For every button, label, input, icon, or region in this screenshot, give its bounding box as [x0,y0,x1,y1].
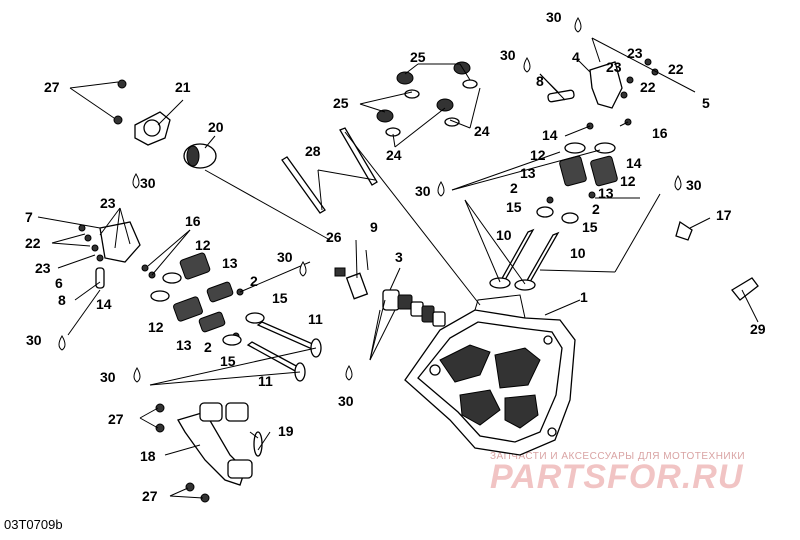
rocker-arm-4 [589,61,623,109]
callout-2: 2 [592,201,600,217]
rod-28-upper [339,127,378,186]
cap-25 [396,71,414,85]
callout-30: 30 [140,175,156,191]
callout-15: 15 [506,199,522,215]
callout-29: 29 [750,321,766,337]
callout-14: 14 [626,155,642,171]
callout-11: 11 [258,373,273,389]
tensioner-9 [345,272,369,300]
callout-23: 23 [606,59,622,75]
pipe-flange-lower [227,459,253,479]
callout-14: 14 [542,127,558,143]
leader-lines [37,37,759,499]
oil-drop-icons [58,17,682,383]
callout-27: 27 [44,79,60,95]
callout-2: 2 [510,180,518,196]
callout-labels: 30 30 30 30 30 30 30 30 30 27 21 20 28 2… [25,9,766,504]
oil-drop-icon [58,335,66,351]
callout-1: 1 [580,289,588,305]
oil-drop-icon [133,367,141,383]
callout-12: 12 [148,319,164,335]
oil-drop-icon [574,17,582,33]
watermark-logo: PARTSFOR.RU [490,458,744,496]
callout-22: 22 [25,235,41,251]
callout-25: 25 [333,95,349,111]
callout-26: 26 [326,229,342,245]
rod-28 [281,156,326,214]
callout-15: 15 [272,290,288,306]
callout-5: 5 [702,95,710,111]
oil-drop-icon [437,181,445,197]
oil-drop-icon [345,365,353,381]
callout-28: 28 [305,143,321,159]
oil-drop-icon [674,175,682,191]
callout-13: 13 [520,165,536,181]
callout-6: 6 [55,275,63,291]
callout-19: 19 [278,423,294,439]
callout-23: 23 [100,195,116,211]
valve-train-left [141,252,322,382]
callout-30: 30 [26,332,42,348]
rocker-shaft-8b [95,267,105,289]
pipe-flange-upper [199,402,223,422]
diagram-code: 03T0709b [4,517,63,532]
callout-17: 17 [716,207,732,223]
callout-12: 12 [620,173,636,189]
callout-13: 13 [176,337,192,353]
sensor-29 [731,277,759,301]
cylinder-head [404,294,576,456]
callout-23: 23 [627,45,643,61]
callout-15: 15 [582,219,598,235]
callout-11: 11 [308,311,323,327]
callout-12: 12 [530,147,546,163]
callout-24: 24 [386,147,402,163]
callout-16: 16 [185,213,201,229]
callout-7: 7 [25,209,33,225]
callout-14: 14 [96,296,112,312]
rocker-arm-6 [99,221,141,263]
callout-10: 10 [570,245,586,261]
callout-15: 15 [220,353,236,369]
callout-3: 3 [395,249,403,265]
oil-drop-icon [299,261,307,277]
callout-13: 13 [598,185,614,201]
callout-30: 30 [415,183,431,199]
callout-30: 30 [100,369,116,385]
callout-30: 30 [500,47,516,63]
callout-30: 30 [338,393,354,409]
callout-10: 10 [496,227,512,243]
oil-drop-icon [132,173,140,189]
sensor-17 [675,220,693,241]
callout-30: 30 [546,9,562,25]
callout-2: 2 [204,339,212,355]
callout-24: 24 [474,123,490,139]
callout-18: 18 [140,448,156,464]
callout-25: 25 [410,49,426,65]
callout-8: 8 [58,292,66,308]
callout-22: 22 [640,79,656,95]
camshaft [382,289,446,327]
callout-27: 27 [142,488,158,504]
callout-9: 9 [370,219,378,235]
parts-drawing [78,58,759,503]
callout-23: 23 [35,260,51,276]
callout-4: 4 [572,49,580,65]
callout-22: 22 [668,61,684,77]
callout-27: 27 [108,411,124,427]
watermark-tagline: ЗАПЧАСТИ И АКСЕССУАРЫ ДЛЯ МОТОТЕХНИКИ [490,451,745,462]
callout-13: 13 [222,255,238,271]
callout-12: 12 [195,237,211,253]
callout-30: 30 [277,249,293,265]
callout-21: 21 [175,79,191,95]
callout-2: 2 [250,273,258,289]
callout-16: 16 [652,125,668,141]
callout-30: 30 [686,177,702,193]
callout-8: 8 [536,73,544,89]
callout-20: 20 [208,119,224,135]
oil-drop-icon [523,57,531,73]
bolt-26 [334,267,346,277]
